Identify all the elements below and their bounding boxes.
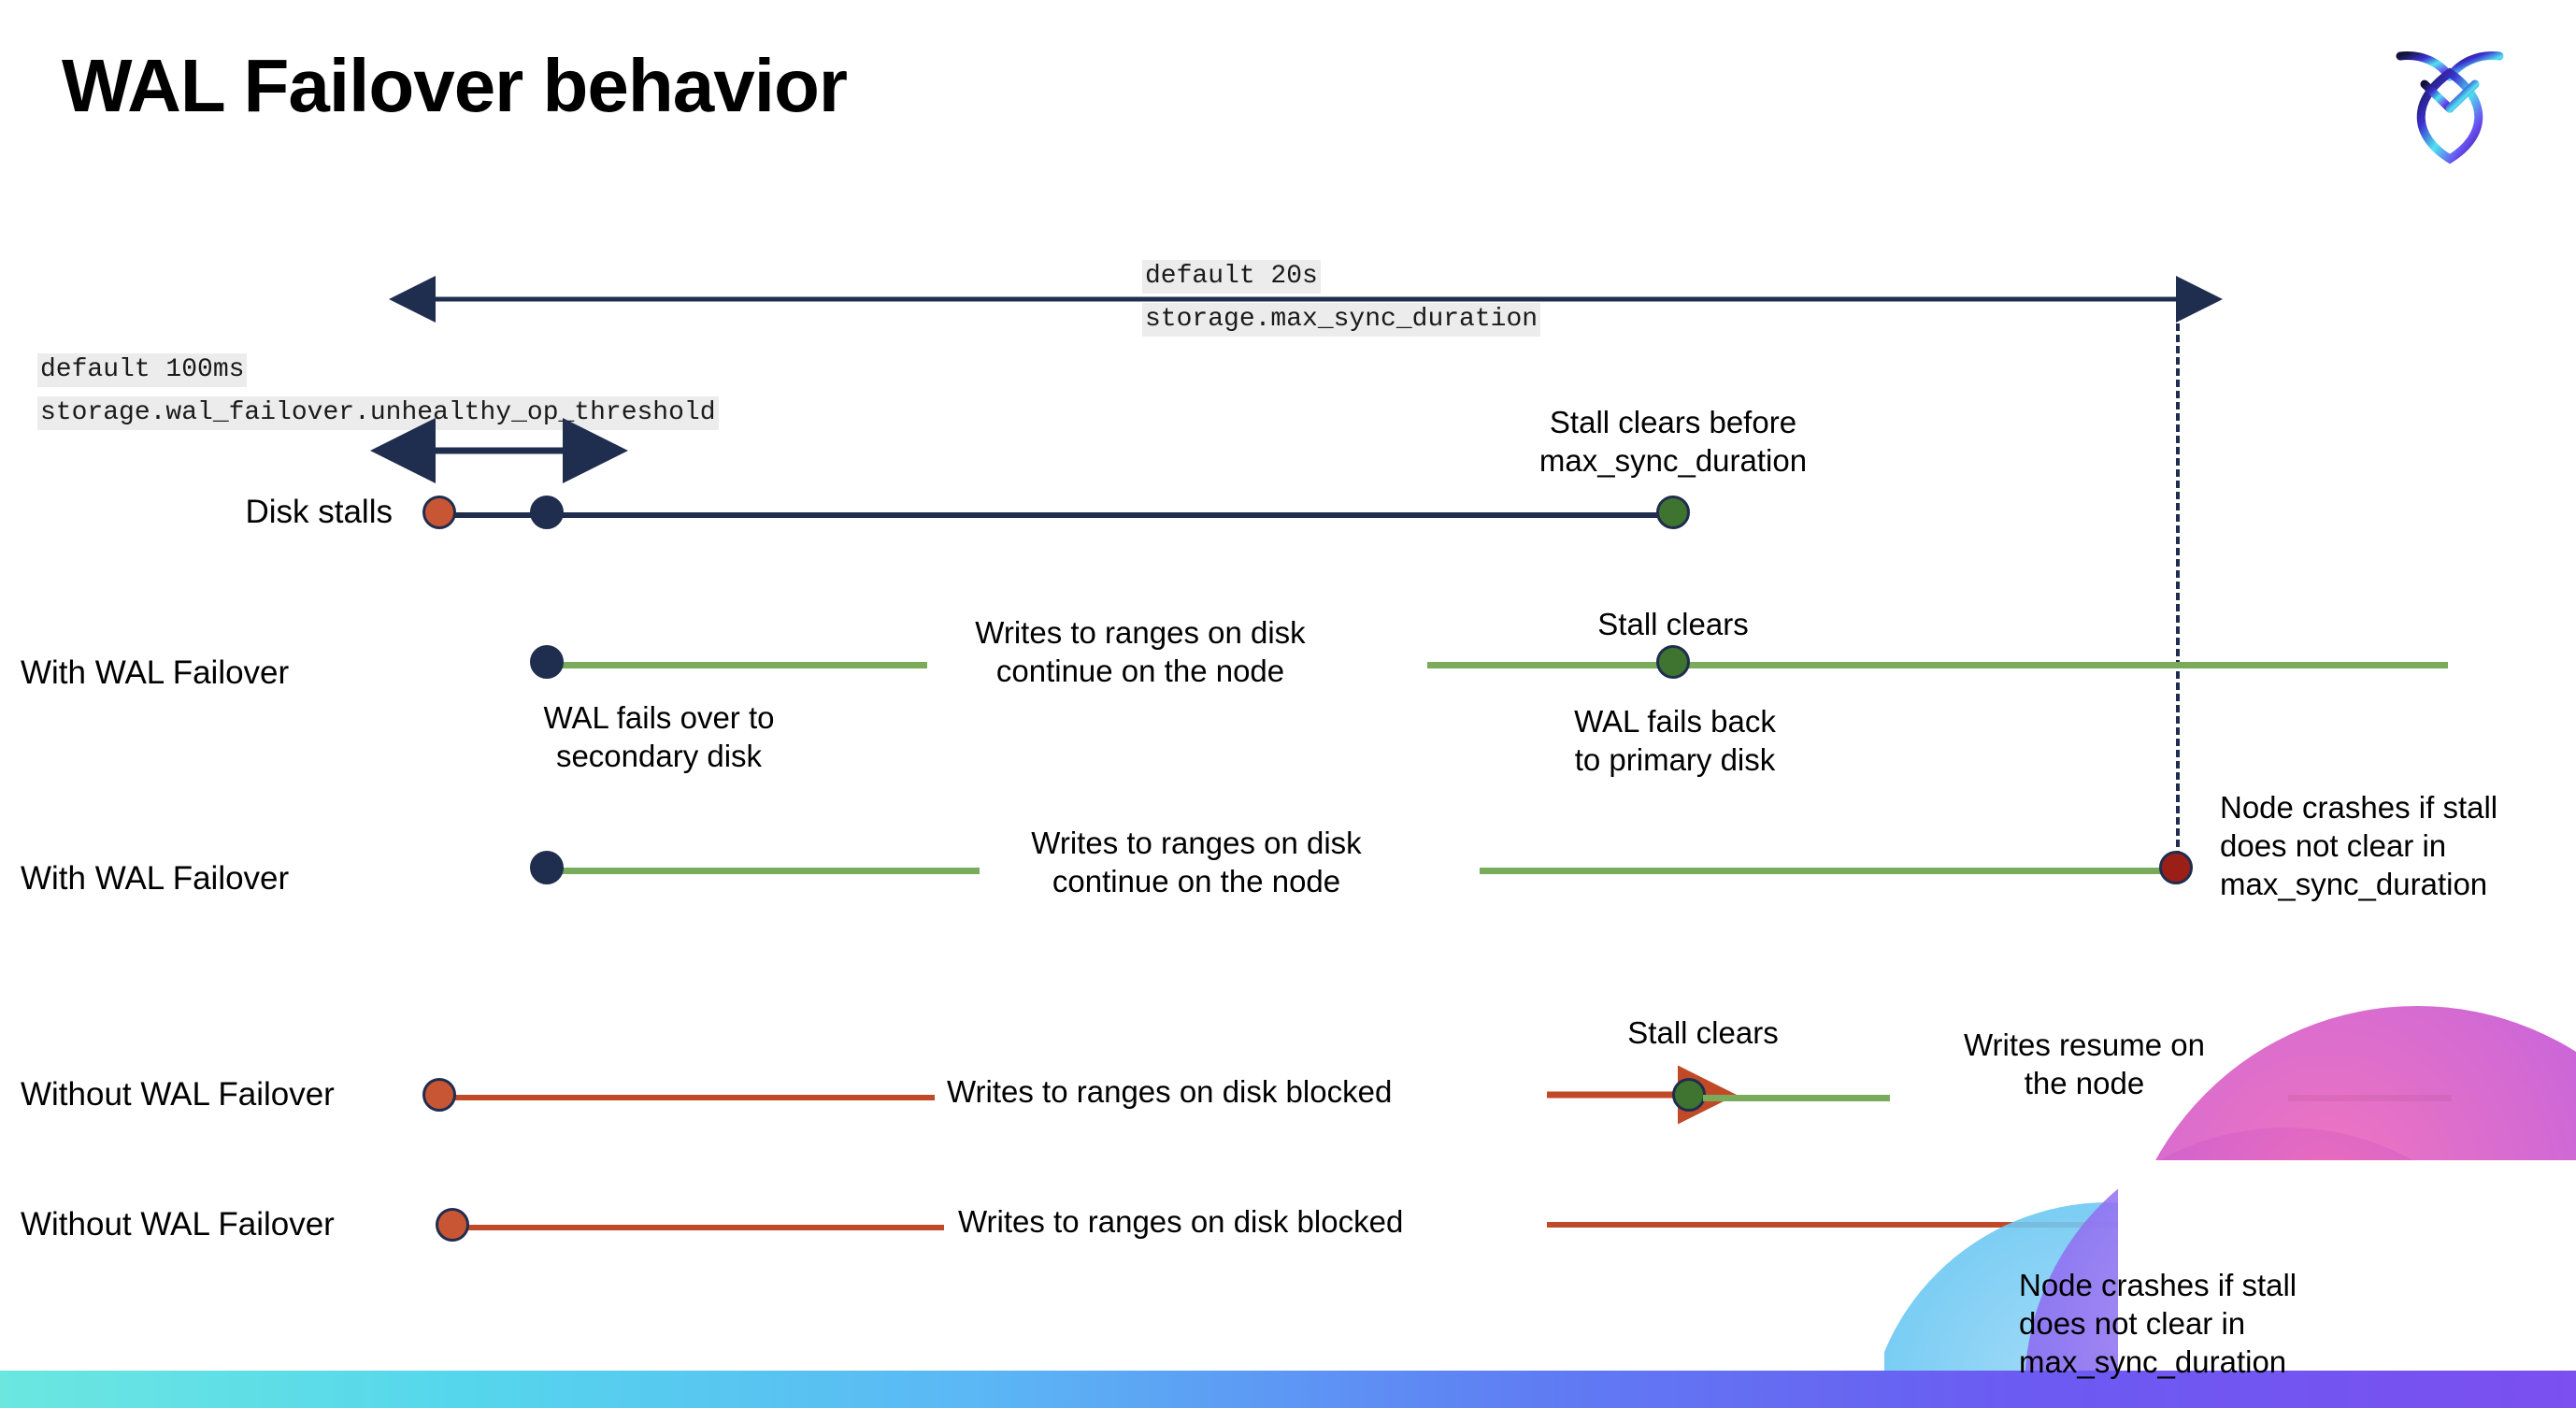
row4-timeline-green: [1703, 1095, 1890, 1101]
row3-failover-dot: [530, 851, 564, 884]
row1-timeline-navy: [439, 512, 1673, 518]
row5-node-crash-dot: [2159, 1208, 2193, 1242]
row3-timeline-green-left: [547, 868, 980, 874]
row-label-disk-stalls: Disk stalls: [245, 494, 393, 530]
note-writes-blocked-1: Writes to ranges on disk blocked: [947, 1074, 1393, 1109]
row2-timeline-green-left: [547, 662, 927, 668]
note-wal-fails-back: WAL fails back to primary disk: [1574, 704, 1776, 777]
note-wal-fails-over: WAL fails over to secondary disk: [543, 700, 775, 773]
row5-timeline-red: [458, 1225, 944, 1230]
note-writes-blocked-2: Writes to ranges on disk blocked: [958, 1204, 1404, 1239]
note-writes-resume: Writes resume on the node: [1964, 1027, 2205, 1100]
note-writes-continue-2: Writes to ranges on disk continue on the…: [1031, 826, 1362, 898]
note-node-crashes-row5: Node crashes if stall does not clear in …: [2019, 1268, 2297, 1379]
row1-threshold-dot: [530, 496, 564, 529]
row3-node-crash-dot: [2159, 851, 2193, 884]
row4-stall-clears-dot: [1672, 1078, 1706, 1112]
row5-stall-start-dot: [436, 1208, 469, 1242]
row1-stall-clears-dot: [1656, 496, 1690, 529]
row-label-without-wal-failover-1: Without WAL Failover: [21, 1076, 335, 1113]
row4-stall-start-dot: [422, 1078, 456, 1112]
note-node-crashes-row3: Node crashes if stall does not clear in …: [2220, 790, 2498, 901]
row-label-without-wal-failover-2: Without WAL Failover: [21, 1206, 335, 1243]
note-stall-clears-row2: Stall clears: [1597, 607, 1749, 641]
row2-failover-dot: [530, 645, 564, 679]
annotation-unhealthy-setting: storage.wal_failover.unhealthy_op_thresh…: [37, 396, 719, 430]
bottom-gradient-bar: [0, 1371, 2576, 1408]
note-stall-clears-row4: Stall clears: [1627, 1015, 1779, 1050]
row-label-with-wal-failover-1: With WAL Failover: [21, 654, 290, 691]
page-title: WAL Failover behavior: [62, 44, 848, 127]
row2-stall-clears-dot: [1656, 645, 1690, 679]
row4-timeline-red: [449, 1095, 935, 1100]
annotation-max-sync-default: default 20s: [1142, 260, 1321, 294]
row4-timeline-green-far: [2288, 1095, 2452, 1101]
annotation-unhealthy-op-threshold: default 100ms storage.wal_failover.unhea…: [37, 353, 719, 430]
cockroachdb-logo: [2389, 36, 2511, 166]
row3-timeline-green-right: [1480, 868, 2171, 874]
note-writes-continue-1: Writes to ranges on disk continue on the…: [975, 615, 1306, 688]
annotation-max-sync-setting: storage.max_sync_duration: [1142, 303, 1541, 337]
row-label-with-wal-failover-2: With WAL Failover: [21, 860, 290, 897]
annotation-unhealthy-default: default 100ms: [37, 353, 248, 387]
annotation-max-sync-duration: default 20s storage.max_sync_duration: [1142, 260, 1541, 337]
row1-stall-start-dot: [422, 496, 456, 529]
max-sync-deadline-dashed-line: [2176, 301, 2180, 881]
row2-timeline-green-right: [1427, 662, 2448, 668]
note-stall-clears-before: Stall clears before max_sync_duration: [1538, 405, 1808, 478]
